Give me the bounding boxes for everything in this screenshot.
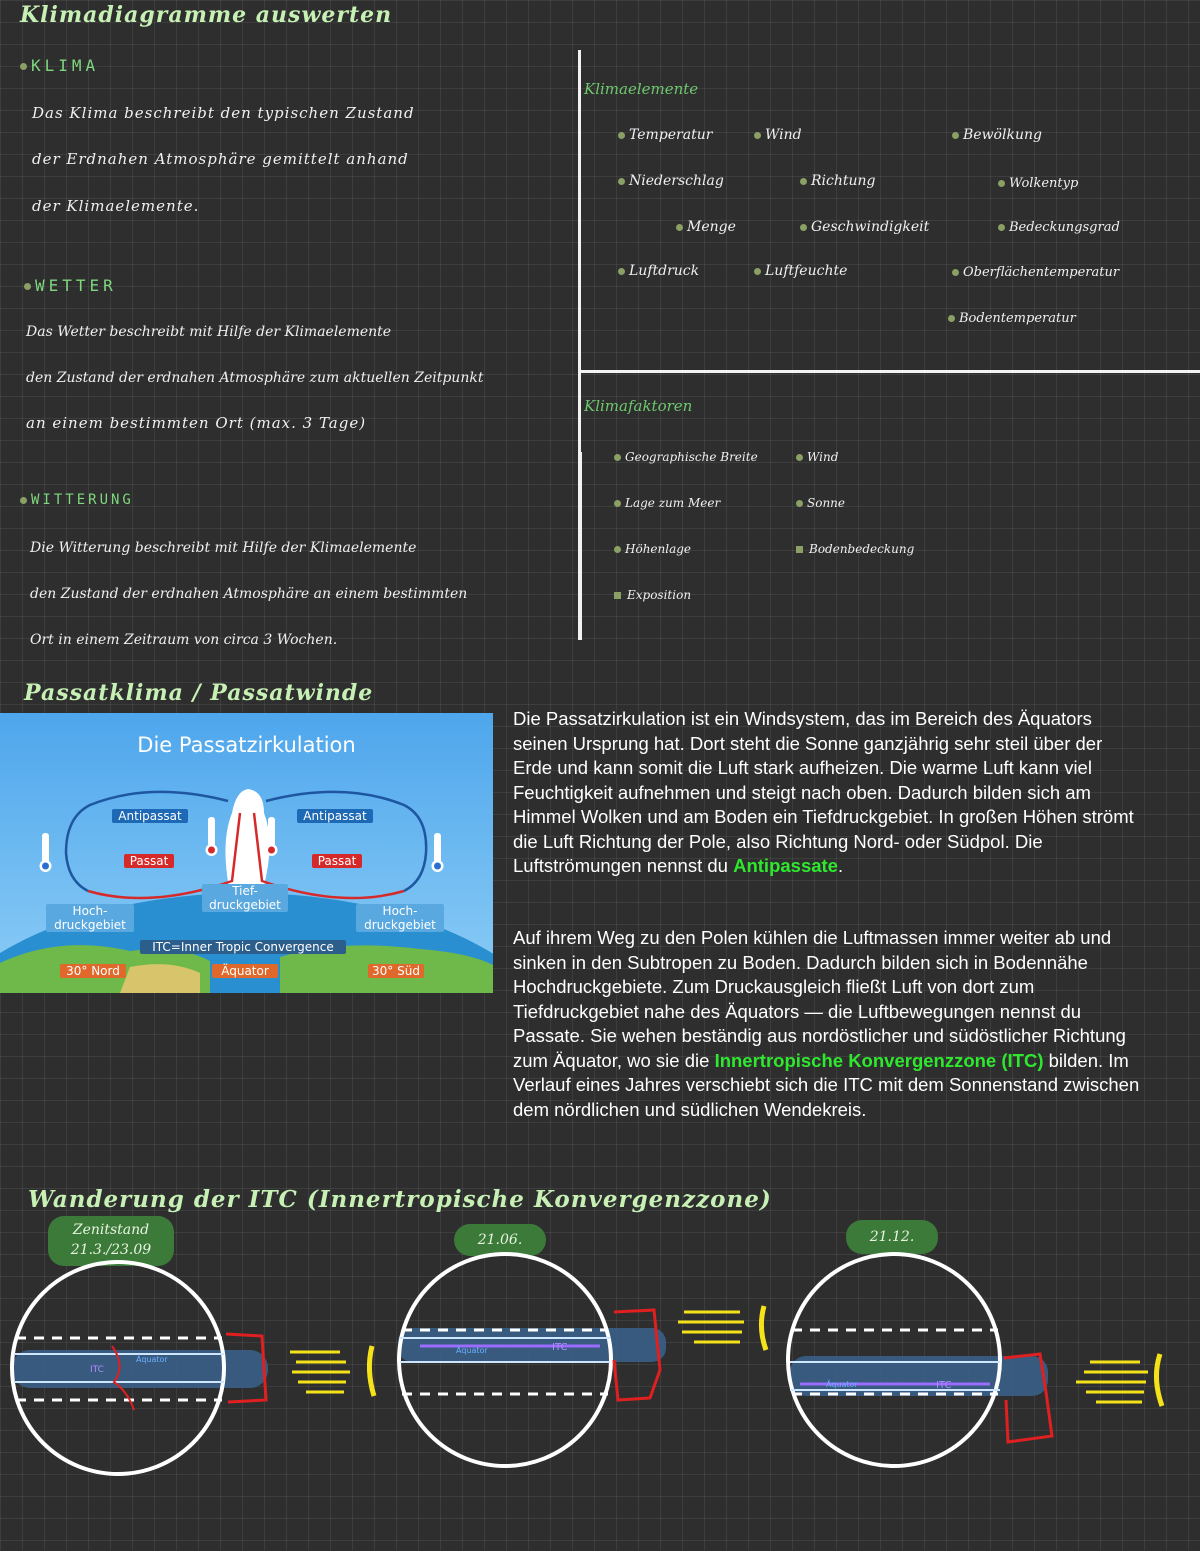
- globe-2-aequator: Äquator: [456, 1346, 488, 1355]
- sued-label: 30° Süd: [368, 964, 424, 978]
- element-item: Menge: [676, 219, 736, 235]
- aequator-label: Äquator: [212, 964, 278, 978]
- bullet-icon: [952, 269, 959, 276]
- passat-heading: Passatklima / Passatwinde: [24, 680, 374, 706]
- element-item: Geschwindigkeit: [800, 219, 929, 235]
- witterung-line-1: Die Witterung beschreibt mit Hilfe der K…: [30, 540, 417, 556]
- faktoren-divider: [580, 452, 582, 640]
- globe-3: [786, 1252, 1054, 1468]
- bullet-icon: [796, 500, 803, 507]
- passat-label-left: Passat: [124, 854, 174, 868]
- bullet-icon: [998, 224, 1005, 231]
- klimafaktoren-heading: Klimafaktoren: [584, 397, 693, 415]
- bullet-icon: [618, 177, 625, 185]
- bullet-icon: [618, 267, 625, 275]
- element-item: Bewölkung: [952, 127, 1042, 143]
- wetter-line-3: an einem bestimmten Ort (max. 3 Tage): [26, 414, 367, 432]
- bullet-icon: [614, 454, 621, 461]
- itc-globes: [10, 1252, 1165, 1476]
- bullet-icon: [800, 223, 807, 231]
- element-item: Temperatur: [618, 127, 712, 143]
- bullet-icon: [20, 496, 27, 504]
- itc-heading: Wanderung der ITC (Innertropische Konver…: [28, 1186, 772, 1213]
- klimaelemente-heading: Klimaelemente: [584, 80, 699, 98]
- bullet-icon: [952, 131, 959, 139]
- faktor-item: Exposition: [614, 588, 691, 602]
- faktor-item: Lage zum Meer: [614, 496, 720, 510]
- wetter-line-2: den Zustand der erdnahen Atmosphäre zum …: [26, 370, 484, 386]
- bullet-icon: [948, 315, 955, 322]
- element-item: Richtung: [800, 173, 876, 189]
- globe-3-itc: ITC: [936, 1380, 952, 1391]
- faktor-item: Höhenlage: [614, 542, 691, 556]
- antipassat-label-right: Antipassat: [297, 809, 373, 823]
- element-item: Niederschlag: [618, 173, 724, 189]
- element-item: Wind: [754, 127, 802, 143]
- globe-3-aequator: Äquator: [826, 1380, 858, 1389]
- passat-paragraph-2: Auf ihrem Weg zu den Polen kühlen die Lu…: [513, 927, 1140, 1120]
- element-item: Wolkentyp: [998, 176, 1078, 191]
- globe-2: [397, 1252, 666, 1468]
- bullet-icon: [754, 131, 761, 139]
- globe-3-label: 21.12.: [846, 1220, 938, 1254]
- bullet-icon: [800, 177, 807, 185]
- bullet-icon: [796, 546, 803, 553]
- bullet-icon: [676, 223, 683, 231]
- nord-label: 30° Nord: [60, 964, 126, 978]
- witterung-heading: WITTERUNG: [20, 492, 134, 508]
- page-title: Klimadiagramme auswerten: [20, 2, 393, 28]
- klima-line-3: der Klimaelemente.: [32, 197, 200, 215]
- bullet-icon: [614, 546, 621, 553]
- vertical-divider: [578, 50, 581, 640]
- passat-label-right: Passat: [312, 854, 362, 868]
- bullet-icon: [614, 500, 621, 507]
- witterung-line-2: den Zustand der erdnahen Atmosphäre an e…: [30, 586, 468, 602]
- itc-label: ITC=Inner Tropic Convergence: [140, 940, 346, 954]
- globe-1-aequator: Äquator: [136, 1355, 168, 1364]
- globe-2-label: 21.06.: [454, 1224, 546, 1256]
- klima-heading: KLIMA: [20, 56, 99, 75]
- passat-paragraph-1: Die Passatzirkulation ist ein Windsystem…: [513, 708, 1134, 876]
- wetter-heading: WETTER: [24, 276, 117, 295]
- witterung-line-3: Ort in einem Zeitraum von circa 3 Wochen…: [30, 632, 338, 648]
- element-item: Oberflächentemperatur: [952, 265, 1119, 280]
- element-item: Bedeckungsgrad: [998, 220, 1120, 235]
- element-item: Bodentemperatur: [948, 311, 1076, 326]
- bullet-icon: [796, 454, 803, 461]
- bullet-icon: [754, 267, 761, 275]
- globe-1-itc: ITC: [90, 1365, 104, 1375]
- antipassat-label-left: Antipassat: [112, 809, 188, 823]
- bullet-icon: [614, 592, 621, 599]
- element-item: Luftfeuchte: [754, 263, 847, 279]
- diagram-title: Die Passatzirkulation: [137, 733, 356, 757]
- horizontal-divider: [580, 370, 1200, 373]
- bullet-icon: [20, 63, 27, 70]
- klima-line-1: Das Klima beschreibt den typischen Zusta…: [32, 104, 415, 122]
- wetter-line-1: Das Wetter beschreibt mit Hilfe der Klim…: [26, 324, 392, 340]
- bullet-icon: [618, 131, 625, 139]
- bullet-icon: [998, 180, 1005, 187]
- faktor-item: Geographische Breite: [614, 450, 758, 464]
- element-item: Luftdruck: [618, 263, 699, 279]
- faktor-item: Bodenbedeckung: [796, 542, 914, 556]
- faktor-item: Sonne: [796, 496, 845, 510]
- tiefdruck-label: Tief- druckgebiet: [202, 884, 288, 912]
- hochdruck-label-right: Hoch- druckgebiet: [356, 904, 444, 932]
- bullet-icon: [24, 283, 31, 290]
- hochdruck-label-left: Hoch- druckgebiet: [46, 904, 134, 932]
- globe-1: [10, 1260, 268, 1476]
- faktor-item: Wind: [796, 450, 838, 464]
- klima-line-2: der Erdnahen Atmosphäre gemittelt anhand: [32, 150, 409, 168]
- globe-2-itc: ITC: [552, 1342, 568, 1353]
